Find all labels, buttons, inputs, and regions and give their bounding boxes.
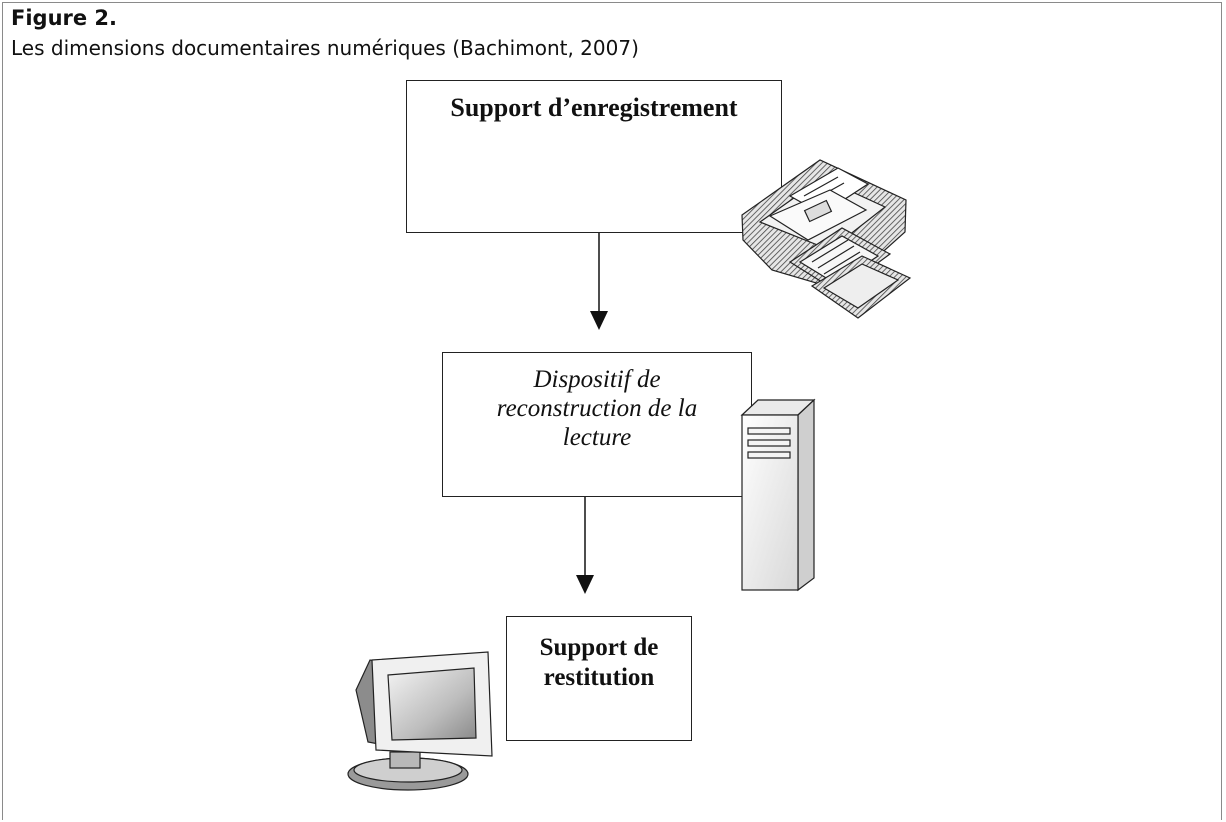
node-support-restitution: Support de restitution	[506, 616, 692, 741]
node-restitution-line-1: Support de	[539, 634, 659, 661]
arrow-2	[576, 497, 594, 594]
node-dispositif-line-3: lecture	[562, 424, 632, 451]
node-restitution-line-2: restitution	[543, 664, 655, 691]
floppy-disks-icon	[741, 159, 912, 319]
node-support-enregistrement: Support d’enregistrement	[406, 80, 782, 233]
node-support-enregistrement-text: Support d’enregistrement	[450, 93, 738, 122]
crt-monitor-icon	[347, 651, 493, 791]
arrow-1	[590, 233, 608, 330]
node-dispositif-line-1: Dispositif de	[533, 366, 661, 393]
node-dispositif-line-2: reconstruction de la	[496, 395, 698, 422]
tower-computer-icon	[740, 398, 816, 592]
node-dispositif-reconstruction: Dispositif de reconstruction de la lectu…	[442, 352, 752, 497]
figure-label: Figure 2.	[11, 6, 118, 30]
figure-caption: Les dimensions documentaires numériques …	[11, 36, 639, 60]
